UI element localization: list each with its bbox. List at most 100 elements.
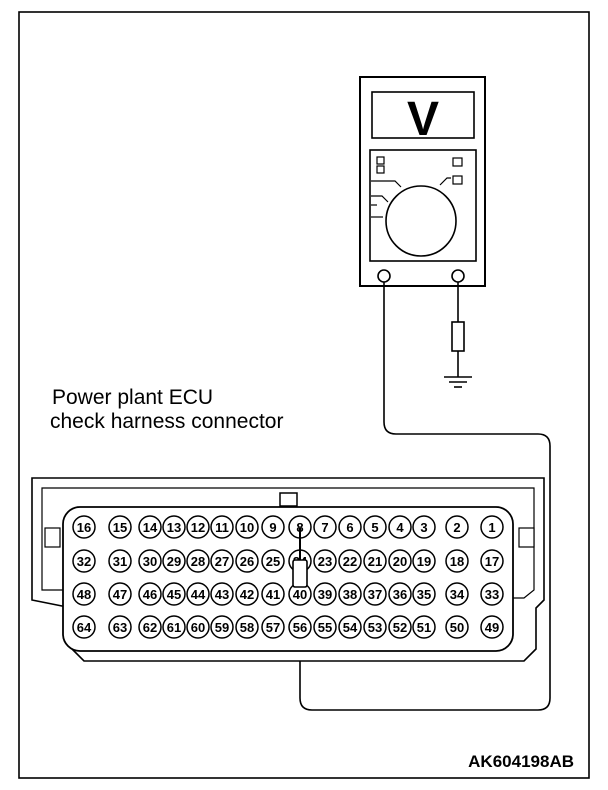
- test-probe-icon: [292, 528, 308, 588]
- pin-label: 18: [450, 554, 464, 569]
- pin-label: 41: [266, 587, 280, 602]
- pin-label: 31: [113, 554, 127, 569]
- pin-32: 32: [72, 549, 96, 573]
- pin-20: 20: [388, 549, 412, 573]
- pin-12: 12: [186, 515, 210, 539]
- pin-33: 33: [480, 582, 504, 606]
- pin-45: 45: [162, 582, 186, 606]
- pin-label: 39: [318, 587, 332, 602]
- pin-label: 44: [191, 587, 206, 602]
- pin-53: 53: [363, 615, 387, 639]
- pin-label: 43: [215, 587, 229, 602]
- pin-label: 28: [191, 554, 205, 569]
- pin-47: 47: [108, 582, 132, 606]
- pin-50: 50: [445, 615, 469, 639]
- pin-30: 30: [138, 549, 162, 573]
- pin-28: 28: [186, 549, 210, 573]
- pin-label: 21: [368, 554, 382, 569]
- ground-icon: [444, 376, 472, 388]
- pin-label: 4: [396, 520, 404, 535]
- pin-21: 21: [363, 549, 387, 573]
- pin-10: 10: [235, 515, 259, 539]
- pin-2: 2: [445, 515, 469, 539]
- voltmeter-symbol: V: [407, 93, 439, 146]
- pin-label: 63: [113, 620, 127, 635]
- pin-label: 16: [77, 520, 91, 535]
- pin-label: 37: [368, 587, 382, 602]
- pin-44: 44: [186, 582, 210, 606]
- pin-16: 16: [72, 515, 96, 539]
- pin-8: 8: [288, 515, 312, 539]
- ground-lead: [451, 282, 465, 377]
- pin-label: 3: [420, 520, 427, 535]
- pin-label: 47: [113, 587, 127, 602]
- pin-9: 9: [261, 515, 285, 539]
- pin-64: 64: [72, 615, 96, 639]
- pin-13: 13: [162, 515, 186, 539]
- pin-label: 45: [167, 587, 181, 602]
- pin-label: 35: [417, 587, 431, 602]
- pin-18: 18: [445, 549, 469, 573]
- pin-11: 11: [210, 515, 234, 539]
- pin-label: 27: [215, 554, 229, 569]
- pin-57: 57: [261, 615, 285, 639]
- pin-label: 59: [215, 620, 229, 635]
- pin-14: 14: [138, 515, 162, 539]
- pin-37: 37: [363, 582, 387, 606]
- pin-label: 61: [167, 620, 181, 635]
- pin-label: 12: [191, 520, 205, 535]
- pin-48: 48: [72, 582, 96, 606]
- pin-label: 6: [346, 520, 353, 535]
- pin-label: 60: [191, 620, 205, 635]
- pin-41: 41: [261, 582, 285, 606]
- pin-label: 53: [368, 620, 382, 635]
- pin-label: 15: [113, 520, 127, 535]
- positive-lead-wire: [299, 282, 551, 711]
- pin-3: 3: [412, 515, 436, 539]
- pin-62: 62: [138, 615, 162, 639]
- pin-label: 11: [215, 520, 229, 535]
- pin-label: 7: [321, 520, 328, 535]
- pin-label: 49: [485, 620, 499, 635]
- pin-58: 58: [235, 615, 259, 639]
- pin-label: 46: [143, 587, 157, 602]
- pin-6: 6: [338, 515, 362, 539]
- pin-label: 17: [485, 554, 499, 569]
- pin-label: 51: [417, 620, 431, 635]
- pin-label: 25: [266, 554, 280, 569]
- pin-51: 51: [412, 615, 436, 639]
- pin-5: 5: [363, 515, 387, 539]
- pin-label: 56: [293, 620, 307, 635]
- pin-label: 38: [343, 587, 357, 602]
- pin-label: 54: [343, 620, 358, 635]
- pin-label: 48: [77, 587, 91, 602]
- pin-label: 62: [143, 620, 157, 635]
- pin-label: 1: [488, 520, 495, 535]
- pin-label: 50: [450, 620, 464, 635]
- pin-label: 10: [240, 520, 254, 535]
- pin-52: 52: [388, 615, 412, 639]
- pin-56: 56: [288, 615, 312, 639]
- pin-label: 30: [143, 554, 157, 569]
- pin-42: 42: [235, 582, 259, 606]
- pin-25: 25: [261, 549, 285, 573]
- pin-54: 54: [338, 615, 362, 639]
- pin-40: 40: [288, 582, 312, 606]
- pin-label: 26: [240, 554, 254, 569]
- pin-label: 2: [453, 520, 460, 535]
- pin-63: 63: [108, 615, 132, 639]
- pin-label: 58: [240, 620, 254, 635]
- pin-label: 8: [296, 520, 303, 535]
- pin-label: 33: [485, 587, 499, 602]
- connector-label-line2: check harness connector: [50, 410, 284, 433]
- pin-label: 40: [293, 587, 307, 602]
- pin-label: 29: [167, 554, 181, 569]
- pin-35: 35: [412, 582, 436, 606]
- pin-label: 14: [143, 520, 158, 535]
- pin-label: 32: [77, 554, 91, 569]
- pin-label: 52: [393, 620, 407, 635]
- pin-39: 39: [313, 582, 337, 606]
- pin-17: 17: [480, 549, 504, 573]
- pin-label: 57: [266, 620, 280, 635]
- pin-label: 55: [318, 620, 332, 635]
